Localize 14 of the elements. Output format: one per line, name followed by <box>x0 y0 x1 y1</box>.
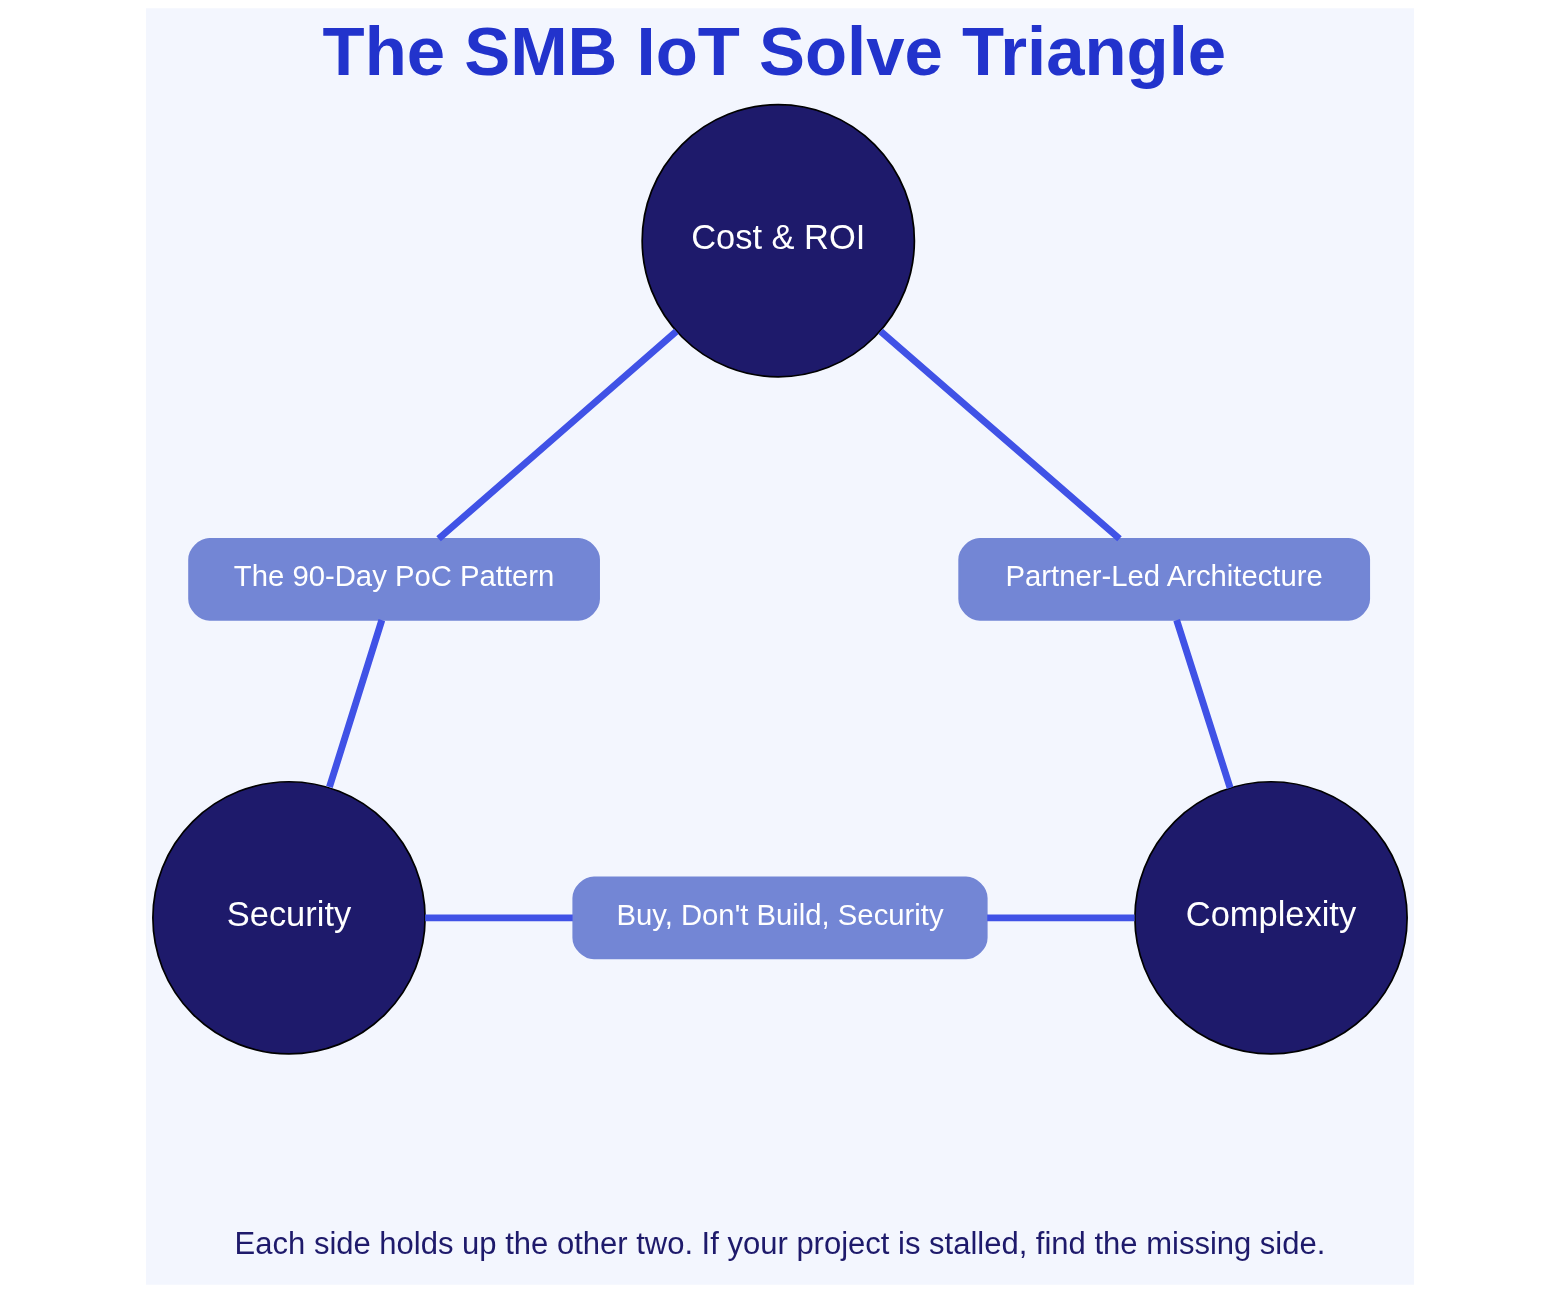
caption: Each side holds up the other two. If your project is stalled, find the missing side. <box>234 1226 1326 1262</box>
node-box: Partner-Led Architecture <box>958 537 1371 621</box>
connector <box>436 328 679 542</box>
node-circle: Cost & ROI <box>641 103 916 378</box>
connector <box>987 914 1135 922</box>
connector <box>326 619 386 789</box>
node-circle: Complexity <box>1134 780 1408 1055</box>
connector <box>1173 619 1234 789</box>
node-box: The 90-Day PoC Pattern <box>188 537 600 621</box>
diagram-title: The SMB IoT Solve Triangle <box>322 13 1227 91</box>
connector <box>425 914 573 922</box>
node-box: Buy, Don't Build, Security <box>572 876 988 960</box>
connector <box>878 328 1122 542</box>
node-circle: Security <box>152 780 426 1055</box>
